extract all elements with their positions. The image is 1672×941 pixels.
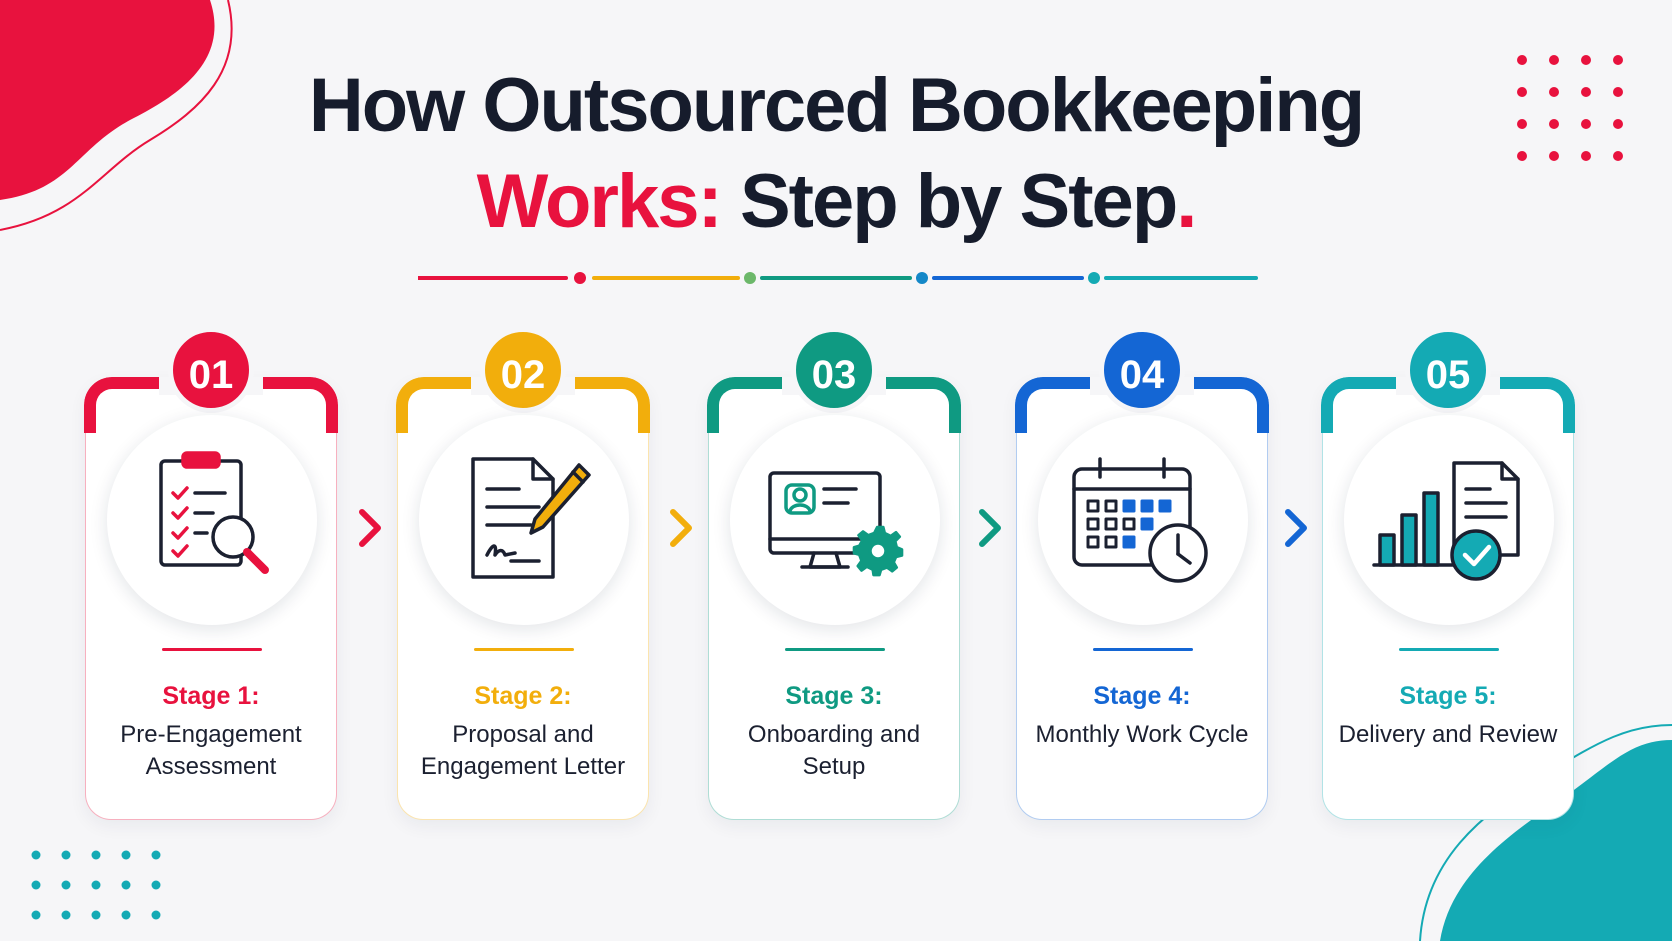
- bottom-right-blob: [1440, 740, 1672, 941]
- step-number-badge: 01: [168, 327, 254, 413]
- decor-dot: [1613, 87, 1623, 97]
- page-title: How Outsourced Bookkeeping Works: Step b…: [0, 58, 1672, 250]
- card-rule: [474, 648, 574, 651]
- decor-dot: [91, 850, 101, 860]
- decor-dot: [121, 880, 131, 890]
- step-card-1: 01 Stage 1: Pre-Engagement Assessment: [84, 327, 338, 820]
- step-number-badge: 03: [791, 327, 877, 413]
- card-tab: [1015, 377, 1269, 433]
- decor-dot: [1549, 151, 1559, 161]
- title-rest: Step by Step: [720, 159, 1178, 244]
- card-rule: [1093, 648, 1193, 651]
- step-card-3: 03 Stage 3: Onboarding and Setup: [707, 327, 961, 820]
- calendar-clock-icon: [1072, 457, 1208, 583]
- decor-dot: [1517, 55, 1527, 65]
- stage-name: Pre-Engagement Assessment: [120, 721, 302, 780]
- stage-label: Stage 2:: [474, 682, 572, 710]
- decor-dot: [1581, 55, 1591, 65]
- decor-dot: [91, 880, 101, 890]
- decor-dot: [31, 880, 41, 890]
- step-card-5: 05 Stage 5: Delivery and Review: [1321, 327, 1575, 820]
- icon-circle: [1038, 415, 1248, 625]
- step-number-badge: 05: [1405, 327, 1491, 413]
- dot-grid-top-right: [1517, 55, 1623, 161]
- decor-dot: [1517, 119, 1527, 129]
- stage-name: Onboarding and Setup: [747, 721, 921, 780]
- top-left-swoosh: [0, 0, 233, 231]
- decor-dot: [1613, 119, 1623, 129]
- icon-circle: [107, 415, 317, 625]
- card-rule: [785, 648, 885, 651]
- top-left-blob: [0, 0, 215, 200]
- step-number-badge: 02: [480, 327, 566, 413]
- card-rule: [1399, 648, 1499, 651]
- title-line-1: How Outsourced Bookkeeping: [308, 63, 1365, 148]
- decor-dot: [1613, 55, 1623, 65]
- step-card-4: 04 Stage: [1015, 327, 1269, 820]
- title-divider: [418, 272, 1258, 284]
- title-period: .: [1176, 159, 1197, 244]
- decor-dot: [61, 910, 71, 920]
- stage-label: Stage 1:: [162, 682, 260, 710]
- decor-dot: [1549, 55, 1559, 65]
- icon-circle: [730, 415, 940, 625]
- clipboard-magnifier-icon: [159, 451, 269, 574]
- decor-dot: [1549, 87, 1559, 97]
- decor-dot: [1549, 119, 1559, 129]
- document-pen-icon: [471, 457, 591, 579]
- chart-check-icon: [1372, 461, 1520, 581]
- card-rule: [162, 648, 262, 651]
- step-card-2: 02 Stage 2: Proposal and Engagement Lett…: [396, 327, 650, 820]
- monitor-gear-icon: [768, 471, 904, 577]
- decor-dot: [91, 910, 101, 920]
- icon-circle: [419, 415, 629, 625]
- decor-dot: [151, 880, 161, 890]
- decor-dot: [31, 850, 41, 860]
- decor-dot: [1517, 87, 1527, 97]
- chevron-right-icon: [359, 509, 381, 547]
- title-line-2: Works: Step by Step.: [0, 154, 1672, 250]
- title-accent-word: Works:: [476, 159, 723, 244]
- chevron-right-icon: [1285, 509, 1307, 547]
- stage-label: Stage 4:: [1093, 682, 1191, 710]
- icon-circle: [1344, 415, 1554, 625]
- step-number-badge: 04: [1099, 327, 1185, 413]
- decor-dot: [1613, 151, 1623, 161]
- decor-dot: [61, 880, 71, 890]
- dot-grid-bottom-left: [31, 850, 161, 920]
- decor-dot: [1581, 87, 1591, 97]
- chevron-right-icon: [979, 509, 1001, 547]
- chevron-right-icon: [670, 509, 692, 547]
- decor-dot: [1581, 119, 1591, 129]
- decor-dot: [61, 850, 71, 860]
- decor-dot: [151, 850, 161, 860]
- stage-name: Monthly Work Cycle: [1035, 721, 1249, 748]
- decor-dot: [1517, 151, 1527, 161]
- decor-dot: [151, 910, 161, 920]
- decor-dot: [121, 910, 131, 920]
- stage-label: Stage 3:: [785, 682, 883, 710]
- stage-name: Proposal and Engagement Letter: [420, 721, 626, 780]
- decor-dot: [1581, 151, 1591, 161]
- decor-dot: [121, 850, 131, 860]
- decor-dot: [31, 910, 41, 920]
- stage-name: Delivery and Review: [1338, 721, 1558, 748]
- stage-label: Stage 5:: [1399, 682, 1497, 710]
